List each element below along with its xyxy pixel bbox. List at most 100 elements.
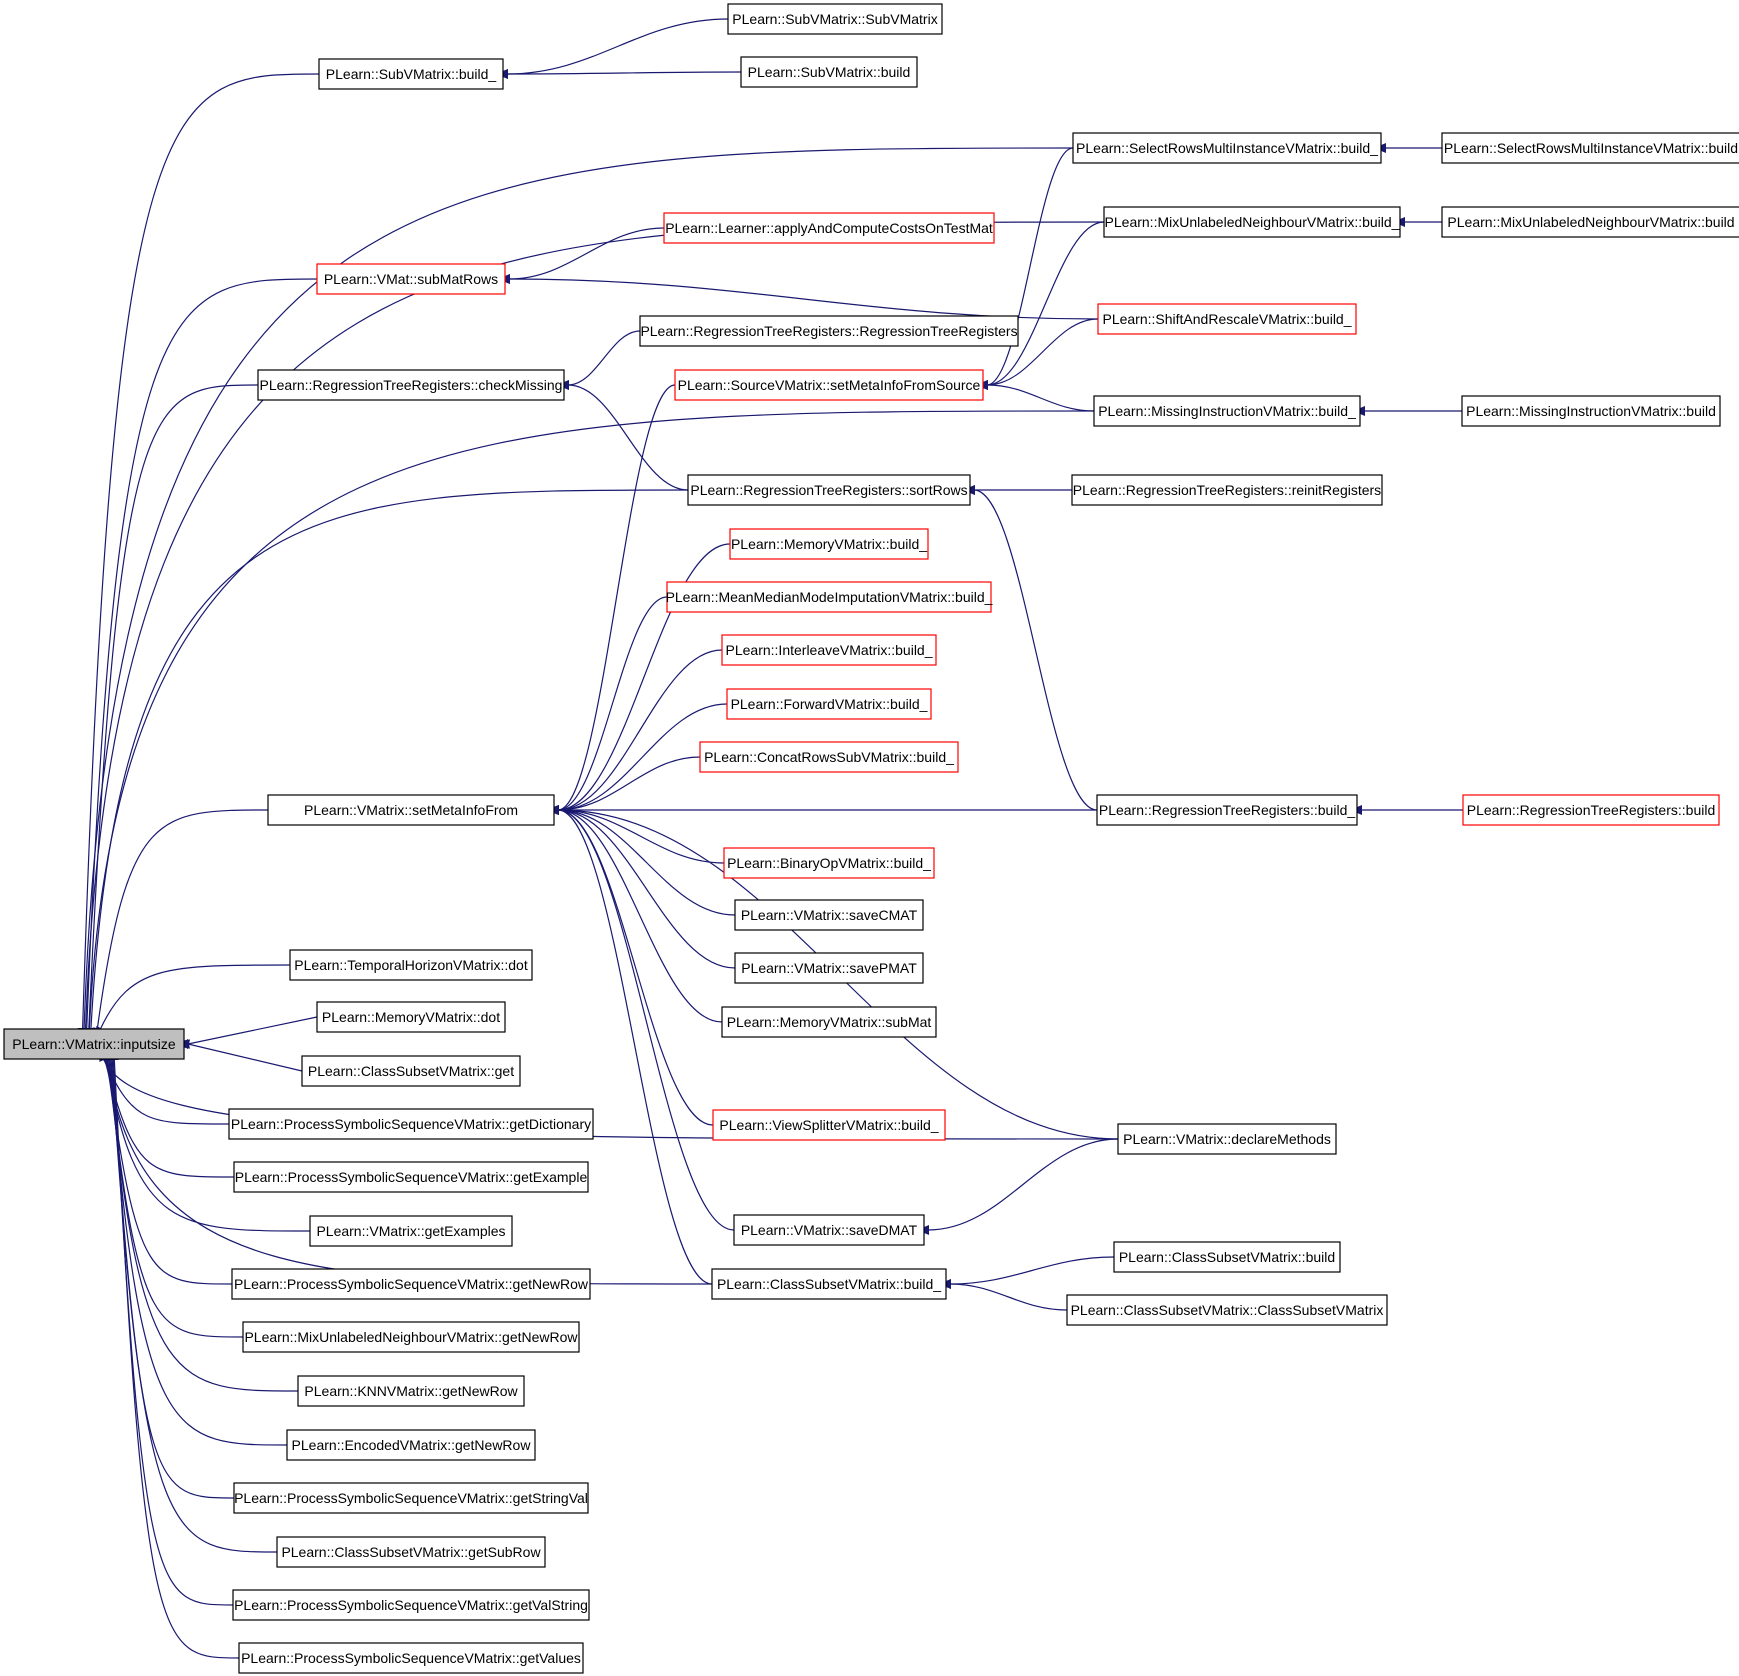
node-label: PLearn::ClassSubsetVMatrix::ClassSubsetV… bbox=[1071, 1302, 1384, 1318]
node-box bbox=[1117, 1123, 1337, 1155]
node-vmatrix_setmeta[interactable]: PLearn::VMatrix::setMetaInfoFrom bbox=[267, 794, 555, 826]
edge-vmatrix_setmeta-to-binaryop_build_ bbox=[547, 805, 725, 864]
node-temporal_dot[interactable]: PLearn::TemporalHorizonVMatrix::dot bbox=[289, 949, 533, 981]
node-savecmat[interactable]: PLearn::VMatrix::saveCMAT bbox=[734, 899, 924, 931]
edge-subv_build_-to-subv_build bbox=[496, 68, 742, 79]
node-memory_submat[interactable]: PLearn::MemoryVMatrix::subMat bbox=[721, 1006, 937, 1038]
node-box bbox=[674, 369, 984, 401]
node-mixunl_getnewrow[interactable]: PLearn::MixUnlabeledNeighbourVMatrix::ge… bbox=[242, 1321, 580, 1353]
node-savedmat[interactable]: PLearn::VMatrix::saveDMAT bbox=[733, 1214, 925, 1246]
edge-vmatrix_setmeta-to-savecmat bbox=[547, 805, 736, 916]
node-label: PLearn::MemoryVMatrix::subMat bbox=[727, 1014, 932, 1030]
node-learner_apply[interactable]: PLearn::Learner::applyAndComputeCostsOnT… bbox=[663, 212, 995, 244]
node-box bbox=[1462, 794, 1720, 826]
edge-vmatrix_setmeta-to-forward_build_ bbox=[547, 703, 728, 815]
node-box bbox=[1096, 794, 1358, 826]
node-box bbox=[666, 581, 992, 613]
node-pss_getvalstring[interactable]: PLearn::ProcessSymbolicSequenceVMatrix::… bbox=[232, 1589, 590, 1621]
node-box bbox=[1066, 1294, 1388, 1326]
node-label: PLearn::MissingInstructionVMatrix::build… bbox=[1098, 403, 1356, 419]
node-knn_getnewrow[interactable]: PLearn::KNNVMatrix::getNewRow bbox=[297, 1375, 525, 1407]
node-pss_getexample[interactable]: PLearn::ProcessSymbolicSequenceVMatrix::… bbox=[233, 1161, 589, 1193]
edge-inputsize-to-pss_getexample bbox=[100, 1048, 235, 1178]
node-rtr_sortrows[interactable]: PLearn::RegressionTreeRegisters::sortRow… bbox=[687, 474, 971, 506]
node-pss_getvalues[interactable]: PLearn::ProcessSymbolicSequenceVMatrix::… bbox=[238, 1642, 584, 1674]
node-box bbox=[289, 949, 533, 981]
node-forward_build_[interactable]: PLearn::ForwardVMatrix::build_ bbox=[726, 688, 932, 720]
node-classsubset_build[interactable]: PLearn::ClassSubsetVMatrix::build bbox=[1113, 1241, 1341, 1273]
node-classsubset_getsubrow[interactable]: PLearn::ClassSubsetVMatrix::getSubRow bbox=[276, 1536, 546, 1568]
node-label: PLearn::MemoryVMatrix::build_ bbox=[731, 536, 927, 552]
node-classsubset_build_[interactable]: PLearn::ClassSubsetVMatrix::build_ bbox=[711, 1268, 947, 1300]
node-pss_getdictionary[interactable]: PLearn::ProcessSymbolicSequenceVMatrix::… bbox=[228, 1108, 594, 1140]
node-shiftrescale_build_[interactable]: PLearn::ShiftAndRescaleVMatrix::build_ bbox=[1097, 303, 1357, 335]
node-pss_getstringval[interactable]: PLearn::ProcessSymbolicSequenceVMatrix::… bbox=[233, 1482, 589, 1514]
node-memory_build_[interactable]: PLearn::MemoryVMatrix::build_ bbox=[729, 528, 929, 560]
node-label: PLearn::VMatrix::saveCMAT bbox=[741, 907, 918, 923]
node-binaryop_build_[interactable]: PLearn::BinaryOpVMatrix::build_ bbox=[723, 847, 935, 879]
node-vmatrix_getexamples[interactable]: PLearn::VMatrix::getExamples bbox=[309, 1215, 513, 1247]
node-encoded_getnewrow[interactable]: PLearn::EncodedVMatrix::getNewRow bbox=[286, 1429, 536, 1461]
edge-vmatrix_setmeta-to-concatrows_build_ bbox=[547, 756, 701, 815]
node-label: PLearn::BinaryOpVMatrix::build_ bbox=[727, 855, 931, 871]
node-box bbox=[1097, 303, 1357, 335]
node-inputsize[interactable]: PLearn::VMatrix::inputsize bbox=[3, 1028, 185, 1060]
node-box bbox=[1093, 395, 1361, 427]
node-label: PLearn::ShiftAndRescaleVMatrix::build_ bbox=[1102, 311, 1351, 327]
node-memory_dot[interactable]: PLearn::MemoryVMatrix::dot bbox=[316, 1001, 506, 1033]
node-mixunl_build_[interactable]: PLearn::MixUnlabeledNeighbourVMatrix::bu… bbox=[1103, 206, 1401, 238]
node-label: PLearn::VMatrix::setMetaInfoFrom bbox=[304, 802, 518, 818]
node-subv_build[interactable]: PLearn::SubVMatrix::build bbox=[740, 56, 918, 88]
node-box bbox=[286, 1429, 536, 1461]
node-box bbox=[734, 952, 924, 984]
node-box bbox=[712, 1109, 946, 1141]
node-rtr_reinit[interactable]: PLearn::RegressionTreeRegisters::reinitR… bbox=[1071, 474, 1383, 506]
edge-inputsize-to-pss_getvalues bbox=[109, 1048, 240, 1659]
node-label: PLearn::SubVMatrix::SubVMatrix bbox=[732, 11, 937, 27]
node-layer: PLearn::VMatrix::inputsize PLearn::SubVMa… bbox=[3, 3, 1739, 1674]
node-label: PLearn::EncodedVMatrix::getNewRow bbox=[292, 1437, 532, 1453]
node-box bbox=[267, 794, 555, 826]
node-classsubset_ctor[interactable]: PLearn::ClassSubsetVMatrix::ClassSubsetV… bbox=[1066, 1294, 1388, 1326]
edge-inputsize-to-classsubset_get bbox=[177, 1039, 303, 1072]
node-rtr_build[interactable]: PLearn::RegressionTreeRegisters::build bbox=[1462, 794, 1720, 826]
edge-vmatrix_setmeta-to-classsubset_build_ bbox=[547, 805, 713, 1285]
node-label: PLearn::ClassSubsetVMatrix::build_ bbox=[717, 1276, 941, 1292]
node-missinginstr_build_[interactable]: PLearn::MissingInstructionVMatrix::build… bbox=[1093, 395, 1361, 427]
node-classsubset_get[interactable]: PLearn::ClassSubsetVMatrix::get bbox=[301, 1055, 521, 1087]
node-box bbox=[1441, 132, 1739, 164]
node-label: PLearn::VMatrix::declareMethods bbox=[1123, 1131, 1331, 1147]
node-subv_build_[interactable]: PLearn::SubVMatrix::build_ bbox=[318, 58, 504, 90]
node-box bbox=[663, 212, 995, 244]
node-rtr_checkmissing[interactable]: PLearn::RegressionTreeRegisters::checkMi… bbox=[257, 369, 565, 401]
edge-inputsize-to-pss_getdictionary bbox=[98, 1049, 230, 1125]
node-selrows_build_[interactable]: PLearn::SelectRowsMultiInstanceVMatrix::… bbox=[1072, 132, 1382, 164]
edge-inputsize-to-rtr_sortrows bbox=[85, 489, 689, 1040]
node-mixunl_build[interactable]: PLearn::MixUnlabeledNeighbourVMatrix::bu… bbox=[1441, 206, 1739, 238]
node-meanmedian_build_[interactable]: PLearn::MeanMedianModeImputationVMatrix:… bbox=[666, 581, 993, 613]
node-label: PLearn::KNNVMatrix::getNewRow bbox=[304, 1383, 518, 1399]
node-rtr_build_[interactable]: PLearn::RegressionTreeRegisters::build_ bbox=[1096, 794, 1358, 826]
node-label: PLearn::RegressionTreeRegisters::checkMi… bbox=[260, 377, 563, 393]
node-selrows_build[interactable]: PLearn::SelectRowsMultiInstanceVMatrix::… bbox=[1441, 132, 1739, 164]
node-box bbox=[276, 1536, 546, 1568]
edge-inputsize-to-knn_getnewrow bbox=[104, 1048, 299, 1392]
node-declaremethods[interactable]: PLearn::VMatrix::declareMethods bbox=[1117, 1123, 1337, 1155]
node-box bbox=[316, 1001, 506, 1033]
node-subv_ctor[interactable]: PLearn::SubVMatrix::SubVMatrix bbox=[727, 3, 943, 35]
node-vmat_submatrows[interactable]: PLearn::VMat::subMatRows bbox=[316, 263, 506, 295]
node-interleave_build_[interactable]: PLearn::InterleaveVMatrix::build_ bbox=[721, 634, 937, 666]
node-box bbox=[639, 315, 1019, 347]
node-concatrows_build_[interactable]: PLearn::ConcatRowsSubVMatrix::build_ bbox=[699, 741, 959, 773]
node-pss_getnewrow[interactable]: PLearn::ProcessSymbolicSequenceVMatrix::… bbox=[231, 1268, 591, 1300]
node-box bbox=[316, 263, 506, 295]
node-box bbox=[1441, 206, 1739, 238]
node-missinginstr_build[interactable]: PLearn::MissingInstructionVMatrix::build bbox=[1461, 395, 1721, 427]
node-rtr_ctor[interactable]: PLearn::RegressionTreeRegisters::Regress… bbox=[639, 315, 1019, 347]
node-viewsplitter_build_[interactable]: PLearn::ViewSplitterVMatrix::build_ bbox=[712, 1109, 946, 1141]
node-source_setmeta[interactable]: PLearn::SourceVMatrix::setMetaInfoFromSo… bbox=[674, 369, 984, 401]
node-savepmat[interactable]: PLearn::VMatrix::savePMAT bbox=[734, 952, 924, 984]
node-box bbox=[318, 58, 504, 90]
node-label: PLearn::VMatrix::getExamples bbox=[316, 1223, 505, 1239]
